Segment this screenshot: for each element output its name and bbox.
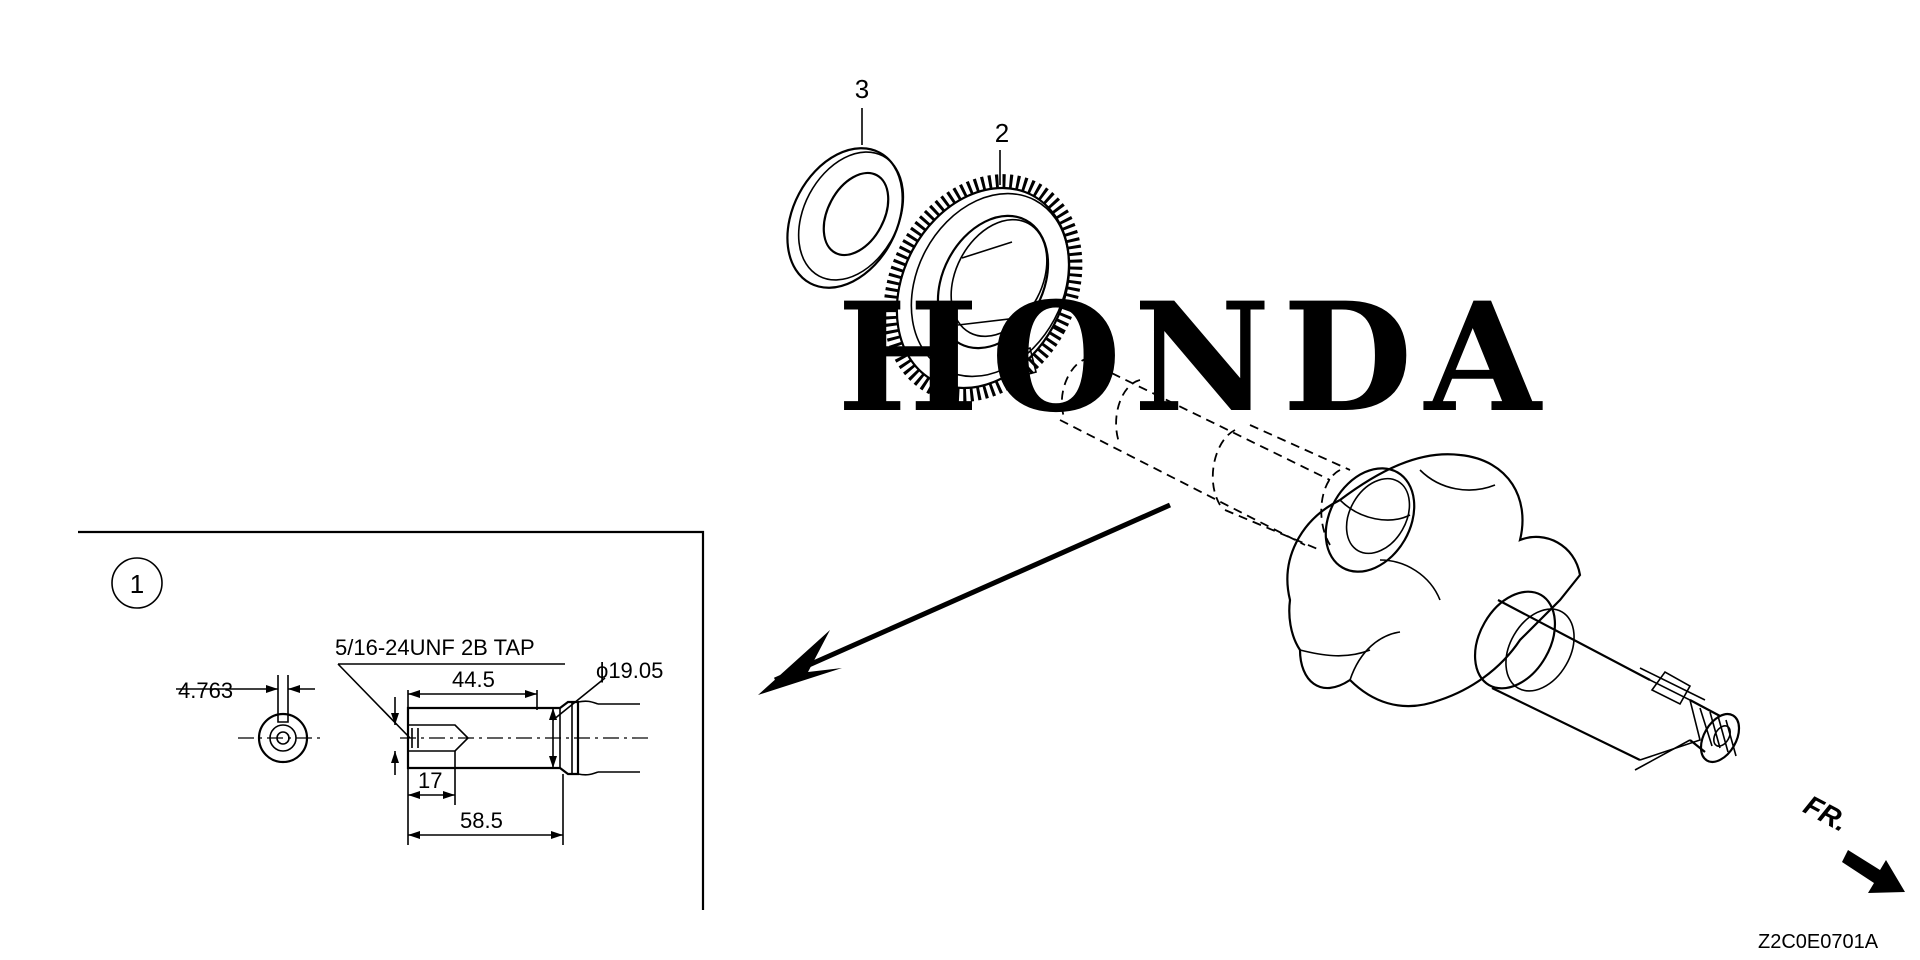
keyway-dimension bbox=[176, 675, 315, 714]
honda-watermark: HONDA bbox=[837, 270, 1553, 446]
thread-spec-label: 5/16-24UNF 2B TAP bbox=[335, 635, 535, 660]
thread-leader bbox=[337, 663, 565, 739]
length-17-label: 17 bbox=[418, 768, 442, 793]
callout-1: 1 bbox=[130, 569, 144, 599]
washer-part[interactable] bbox=[764, 128, 925, 308]
crankshaft-part[interactable] bbox=[1286, 452, 1746, 771]
dimension-diameter bbox=[549, 677, 606, 768]
length-58-5-label: 58.5 bbox=[460, 808, 503, 833]
callout-1-circle bbox=[111, 557, 163, 609]
keyway-width-label: 4.763 bbox=[178, 678, 233, 703]
diameter-label: ϕ19.05 bbox=[596, 658, 663, 683]
drawing-code: Z2C0E0701A bbox=[1758, 931, 1879, 953]
shaft-end-view bbox=[238, 712, 325, 764]
dimension-17 bbox=[407, 751, 456, 805]
shaft-side-view bbox=[400, 700, 650, 776]
hole-depth-ticks bbox=[391, 697, 399, 775]
callout-2: 2 bbox=[995, 118, 1009, 148]
assembly-direction-arrow bbox=[758, 502, 1172, 695]
detail-inset bbox=[78, 530, 705, 910]
crankshaft-gear-part[interactable] bbox=[854, 149, 1111, 428]
front-direction-arrow bbox=[1842, 850, 1905, 893]
dimension-58-5 bbox=[407, 774, 564, 845]
dimension-44-5 bbox=[407, 690, 538, 710]
callout-3: 3 bbox=[855, 74, 869, 104]
hidden-shaft-outline bbox=[1059, 357, 1351, 551]
length-44-5-label: 44.5 bbox=[452, 667, 495, 692]
front-marker-label: FR. bbox=[1799, 789, 1853, 838]
